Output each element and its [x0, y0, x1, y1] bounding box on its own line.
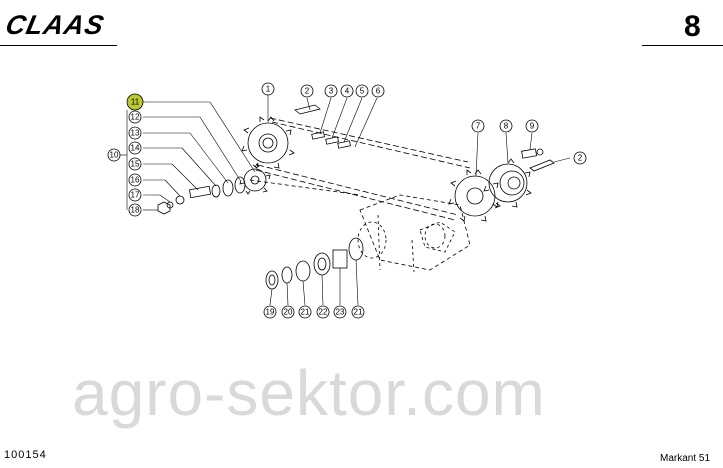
callout-15 — [128, 157, 142, 171]
watermark: agro-sektor.com — [72, 357, 546, 429]
callout-8 — [499, 119, 513, 133]
callout-4 — [340, 84, 354, 98]
callout-10 — [107, 148, 121, 162]
header-rule-right — [642, 45, 723, 46]
callout-21a — [298, 305, 312, 319]
callout-9 — [525, 119, 539, 133]
callout-label-20: 20 — [284, 308, 293, 317]
shaft-stack — [157, 176, 246, 215]
callout-label-19: 19 — [266, 308, 275, 317]
page-number: 8 — [684, 10, 701, 43]
callout-23 — [333, 305, 347, 319]
callout-label-15: 15 — [131, 160, 140, 169]
sprocket-8 — [483, 158, 532, 208]
callout-13 — [128, 126, 142, 140]
sprocket-1 — [241, 116, 295, 169]
callout-11-highlight — [126, 93, 144, 111]
callout-label-5: 5 — [360, 87, 365, 96]
pin-2a — [294, 104, 321, 115]
callout-2a — [300, 84, 314, 98]
callout-2b — [573, 151, 587, 165]
callout-label-22: 22 — [319, 308, 328, 317]
callout-label-14: 14 — [131, 144, 140, 153]
callout-17 — [128, 188, 142, 202]
chain-line-upper — [269, 117, 469, 163]
model-name: Markant 51 — [660, 453, 711, 464]
callout-19 — [263, 305, 277, 319]
callout-label-21a: 21 — [301, 308, 310, 317]
chain-line-lower — [257, 164, 459, 216]
frame-outline — [359, 194, 471, 271]
callout-3 — [324, 84, 338, 98]
callout-18 — [128, 203, 142, 217]
sprocket-7 — [448, 169, 501, 222]
callout-label-2b: 2 — [578, 154, 583, 163]
callout-label-11: 11 — [131, 98, 140, 107]
callout-label-23: 23 — [336, 308, 345, 317]
callout-6 — [371, 84, 385, 98]
callout-label-3: 3 — [329, 87, 334, 96]
callout-label-9: 9 — [530, 122, 535, 131]
bolt-9 — [521, 148, 544, 159]
callout-label-21b: 21 — [354, 308, 363, 317]
callout-1 — [261, 82, 275, 96]
callout-21b — [351, 305, 365, 319]
link-5 — [337, 140, 351, 149]
callout-label-12: 12 — [131, 113, 140, 122]
link-3 — [311, 131, 325, 140]
pin-2b — [529, 159, 555, 172]
callout-5 — [355, 84, 369, 98]
callout-7 — [471, 119, 485, 133]
callout-label-1: 1 — [266, 85, 271, 94]
callout-label-17: 17 — [131, 191, 140, 200]
callout-label-10: 10 — [110, 151, 119, 160]
bearing-group — [265, 237, 364, 290]
callout-20 — [281, 305, 295, 319]
callout-22 — [316, 305, 330, 319]
header-rule-left — [0, 45, 117, 46]
callout-label-18: 18 — [131, 206, 140, 215]
callout-12 — [128, 110, 142, 124]
link-4 — [325, 136, 339, 145]
callout-14 — [128, 141, 142, 155]
callout-label-6: 6 — [376, 87, 381, 96]
callout-label-16: 16 — [131, 176, 140, 185]
callout-16 — [128, 173, 142, 187]
document-number: 100154 — [4, 449, 47, 461]
callout-label-7: 7 — [476, 122, 481, 131]
callout-label-8: 8 — [504, 122, 509, 131]
callout-label-2a: 2 — [305, 87, 310, 96]
callout-label-13: 13 — [131, 129, 140, 138]
callout-label-4: 4 — [345, 87, 350, 96]
